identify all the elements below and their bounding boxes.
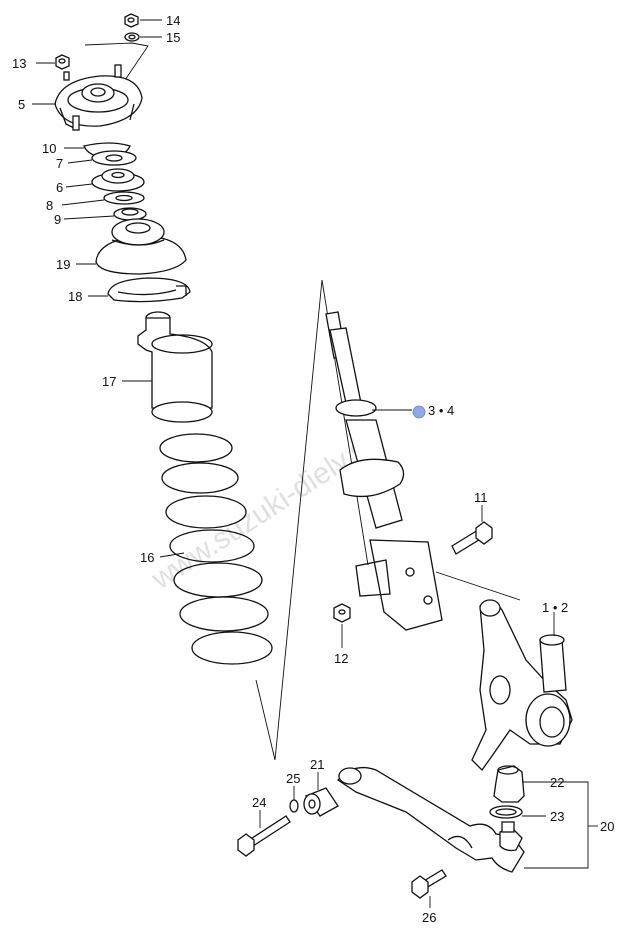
- callout-8: 8: [46, 198, 53, 213]
- ball-joint-boot-22[interactable]: [493, 765, 525, 803]
- callout-17: 17: [102, 374, 116, 389]
- dust-boot-17[interactable]: [137, 311, 213, 423]
- washer-25[interactable]: [289, 799, 299, 813]
- callout-15: 15: [166, 30, 180, 45]
- callout-20: 20: [600, 819, 614, 834]
- plate-7[interactable]: [91, 150, 137, 166]
- callout-26: 26: [422, 910, 436, 925]
- callout-12: 12: [334, 651, 348, 666]
- callout-18: 18: [68, 289, 82, 304]
- callout-9: 9: [54, 212, 61, 227]
- control-arm-20[interactable]: [337, 766, 525, 873]
- washer-8[interactable]: [103, 191, 145, 205]
- callout-1-2: 1 • 2: [542, 600, 568, 615]
- callout-16: 16: [140, 550, 154, 565]
- callout-21: 21: [310, 757, 324, 772]
- bearing-9[interactable]: [113, 207, 147, 221]
- callout-13: 13: [12, 56, 26, 71]
- strut-mount-5[interactable]: [54, 64, 143, 131]
- callout-22: 22: [550, 775, 564, 790]
- nut-14[interactable]: [124, 13, 139, 28]
- callout-11: 11: [474, 490, 488, 505]
- bolt-24[interactable]: [237, 815, 291, 857]
- nut-13[interactable]: [55, 54, 70, 70]
- steering-knuckle-1-2[interactable]: [471, 599, 573, 772]
- nut-12[interactable]: [333, 603, 351, 623]
- insulator-18[interactable]: [107, 277, 191, 303]
- bolt-11[interactable]: [451, 521, 493, 555]
- coil-spring-16[interactable]: [159, 433, 273, 665]
- callout-6: 6: [56, 180, 63, 195]
- callout-19: 19: [56, 257, 70, 272]
- bushing-21[interactable]: [303, 787, 339, 817]
- seat-6[interactable]: [91, 168, 145, 192]
- highlight-dot: [412, 405, 426, 419]
- callout-25: 25: [286, 771, 300, 786]
- callout-24: 24: [252, 795, 266, 810]
- callout-3-4: 3 • 4: [428, 403, 454, 418]
- callout-5: 5: [18, 97, 25, 112]
- callout-7: 7: [56, 156, 63, 171]
- spring-seat-19[interactable]: [95, 218, 187, 275]
- callout-10: 10: [42, 141, 56, 156]
- strut-assembly-3-4[interactable]: [325, 311, 443, 631]
- clip-23[interactable]: [489, 805, 523, 819]
- bolt-26[interactable]: [411, 869, 447, 899]
- callout-23: 23: [550, 809, 564, 824]
- callout-14: 14: [166, 13, 180, 28]
- washer-15[interactable]: [124, 32, 140, 42]
